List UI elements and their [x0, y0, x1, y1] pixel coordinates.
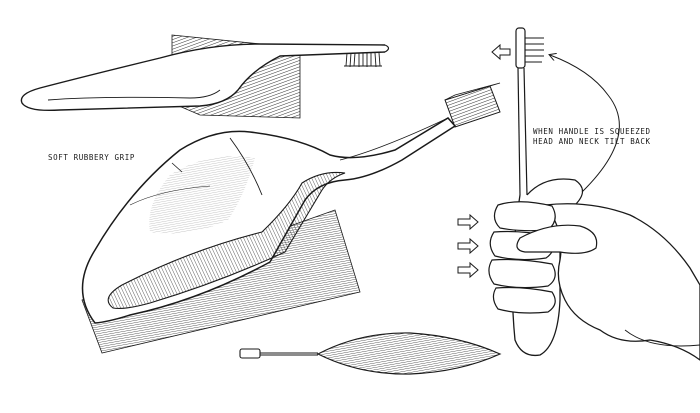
side-view-bristles	[344, 52, 382, 68]
label-squeeze-note-line-2: HEAD AND NECK TILT BACK	[533, 137, 651, 146]
hand-thumb	[516, 224, 598, 254]
annotation-curved-arrow	[550, 55, 620, 193]
label-soft-grip: SOFT RUBBERY GRIP	[48, 153, 135, 162]
hand-squeeze-sketch	[457, 27, 700, 361]
label-squeeze-note-line-1: WHEN HANDLE IS SQUEEZED	[533, 127, 651, 136]
perspective-toothbrush	[81, 82, 501, 354]
tilt-arrow-icon	[491, 43, 511, 61]
top-view-handle	[316, 332, 502, 375]
side-view-handle	[20, 43, 386, 112]
hand-fingers	[488, 201, 556, 314]
side-view-toothbrush	[20, 34, 390, 119]
squeeze-arrow-icon	[457, 237, 479, 255]
squeeze-arrow-icon	[457, 261, 479, 279]
perspective-bristles	[444, 82, 501, 128]
squeeze-arrow-icon	[457, 213, 479, 231]
handle-loop-opening	[107, 171, 346, 309]
squeeze-arrows	[457, 213, 479, 279]
top-view-toothbrush	[239, 332, 502, 375]
